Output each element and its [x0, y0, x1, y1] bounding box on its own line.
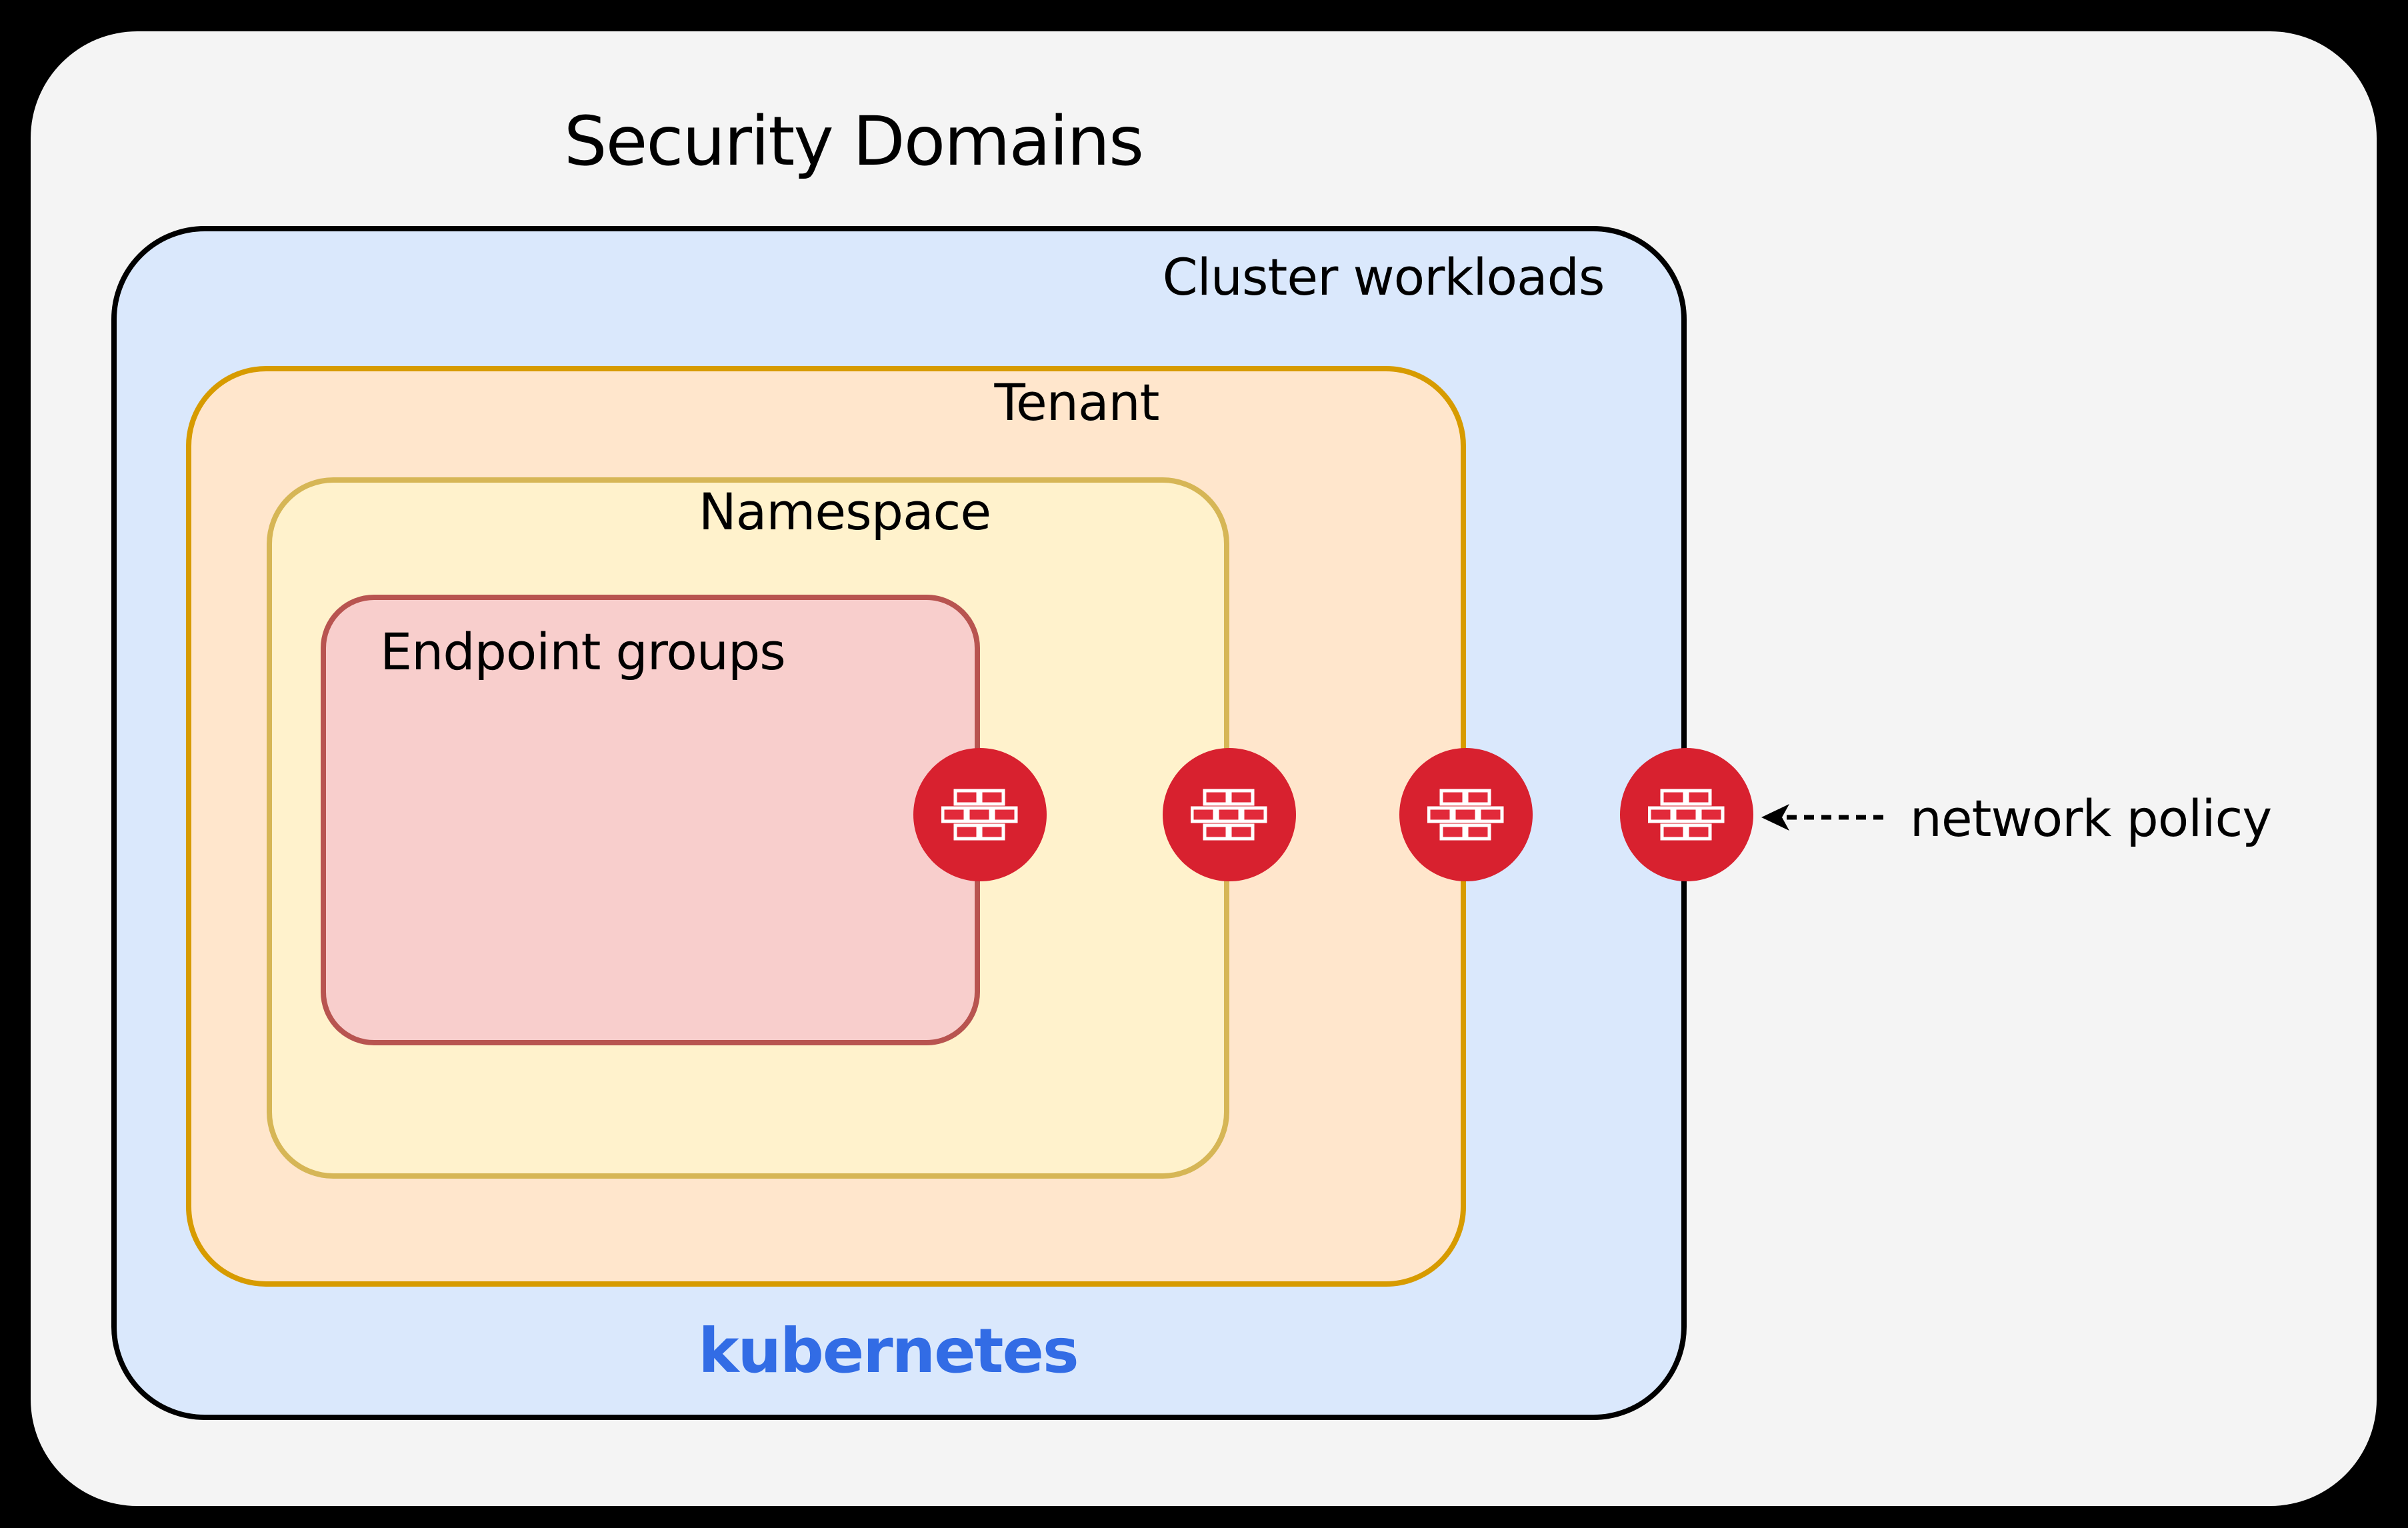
firewall-icon — [1648, 789, 1725, 841]
domain-endpoint-groups — [321, 595, 980, 1045]
cluster-workloads-label: Cluster workloads — [1162, 247, 1605, 307]
firewall-icon — [1427, 789, 1505, 841]
dashed-arrow-icon — [1761, 804, 1884, 831]
firewall-circle-namespace — [1163, 748, 1296, 881]
network-policy-label: network policy — [1909, 789, 2273, 848]
tenant-label: Tenant — [994, 373, 1160, 432]
firewall-circle-cluster — [1620, 748, 1753, 881]
endpoint-groups-label: Endpoint groups — [380, 622, 786, 681]
firewall-icon — [941, 789, 1019, 841]
namespace-label: Namespace — [698, 482, 991, 541]
firewall-circle-endpoint — [913, 748, 1047, 881]
kubernetes-label: kubernetes — [698, 1315, 1079, 1387]
firewall-circle-tenant — [1399, 748, 1533, 881]
firewall-icon — [1191, 789, 1268, 841]
diagram-title: Security Domains — [563, 102, 1144, 181]
